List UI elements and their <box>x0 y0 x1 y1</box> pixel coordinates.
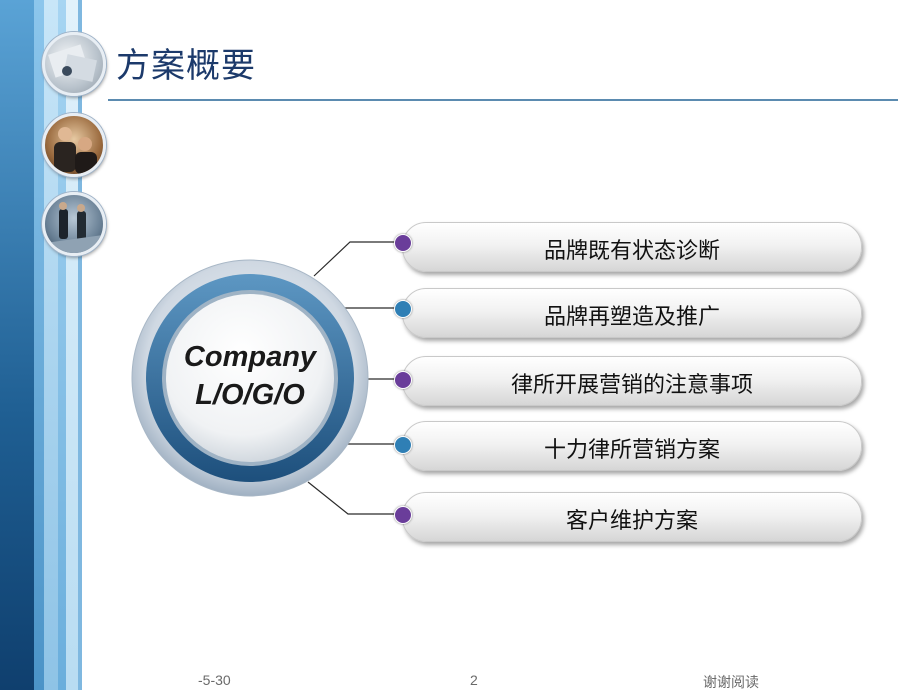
bullet-icon-2 <box>394 300 412 318</box>
walking-people-photo <box>42 192 106 256</box>
item-label-3: 律所开展营销的注意事项 <box>510 373 753 398</box>
company-name: Company <box>183 341 317 373</box>
company-logo-text: L/O/G/O <box>195 379 305 411</box>
strip-band-light <box>44 0 58 690</box>
page-title: 方案概要 <box>116 46 256 86</box>
papers-photo-art <box>48 44 97 82</box>
item-label-4: 十力律所营销方案 <box>543 438 720 463</box>
bullet-icon-4 <box>394 436 412 454</box>
item-pill-5: 客户维护方案 <box>402 492 862 542</box>
papers-photo <box>42 32 106 96</box>
business-people-photo-art <box>54 127 97 174</box>
title-divider <box>108 99 898 101</box>
item-label-5: 客户维护方案 <box>565 509 698 534</box>
footer-page-number: 2 <box>470 672 478 688</box>
strip-band-dark <box>0 0 34 690</box>
footer-date: -5-30 <box>198 672 231 688</box>
item-label-1: 品牌既有状态诊断 <box>543 239 720 264</box>
strip-band-mid <box>34 0 44 690</box>
item-pill-4: 十力律所营销方案 <box>402 421 862 471</box>
connector-1 <box>313 241 400 277</box>
footer-note: 谢谢阅读 <box>703 674 759 690</box>
item-label-2: 品牌再塑造及推广 <box>543 305 720 330</box>
connector-5 <box>307 481 400 515</box>
item-pill-3: 律所开展营销的注意事项 <box>402 356 862 406</box>
bullet-icon-1 <box>394 234 412 252</box>
item-pill-2: 品牌再塑造及推广 <box>402 288 862 338</box>
strip-band-light2 <box>58 0 66 690</box>
walking-people-photo-art <box>45 202 103 253</box>
item-pill-1: 品牌既有状态诊断 <box>402 222 862 272</box>
company-logo-badge <box>131 259 369 497</box>
bullet-icon-3 <box>394 371 412 389</box>
strip-band-line <box>78 0 82 690</box>
business-people-photo <box>42 113 106 177</box>
bullet-icon-5 <box>394 506 412 524</box>
